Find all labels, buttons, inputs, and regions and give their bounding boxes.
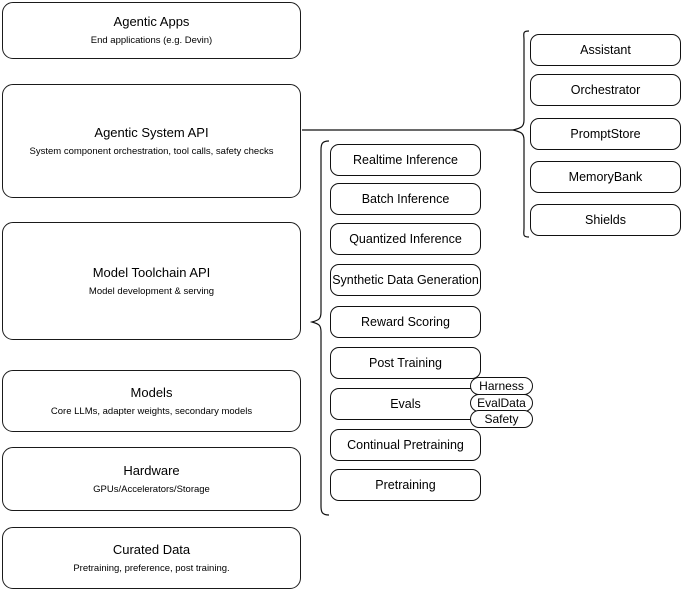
badge-safety[interactable]: Safety [470, 410, 533, 428]
component-label: Reward Scoring [361, 314, 450, 329]
badge-label: Safety [484, 412, 519, 426]
badge-label: Harness [479, 379, 524, 393]
layer-title: Models [130, 384, 173, 400]
component-label: Shields [585, 212, 626, 227]
layer-subtitle: Core LLMs, adapter weights, secondary mo… [50, 405, 253, 417]
component-label: Evals [390, 396, 421, 411]
layer-models[interactable]: Models Core LLMs, adapter weights, secon… [2, 370, 301, 432]
layer-title: Curated Data [112, 541, 191, 557]
component-label: Synthetic Data Generation [332, 272, 479, 287]
component-continual-pretraining[interactable]: Continual Pretraining [330, 429, 481, 461]
badge-harness[interactable]: Harness [470, 377, 533, 395]
layer-subtitle: Pretraining, preference, post training. [73, 562, 230, 574]
component-synthetic-data-generation[interactable]: Synthetic Data Generation [330, 264, 481, 296]
layer-model-toolchain-api[interactable]: Model Toolchain API Model development & … [2, 222, 301, 340]
component-label: Quantized Inference [349, 231, 462, 246]
component-label: Assistant [580, 42, 631, 57]
badge-label: EvalData [477, 396, 526, 410]
component-post-training[interactable]: Post Training [330, 347, 481, 379]
layer-title: Hardware [123, 462, 180, 478]
component-label: Continual Pretraining [347, 437, 464, 452]
layer-curated-data[interactable]: Curated Data Pretraining, preference, po… [2, 527, 301, 589]
toolchain-components-brace [309, 140, 330, 516]
layer-subtitle: Model development & serving [88, 285, 215, 297]
component-label: Orchestrator [570, 82, 641, 97]
component-realtime-inference[interactable]: Realtime Inference [330, 144, 481, 176]
component-label: MemoryBank [568, 169, 643, 184]
layer-subtitle: GPUs/Accelerators/Storage [93, 483, 210, 495]
component-quantized-inference[interactable]: Quantized Inference [330, 223, 481, 255]
component-label: PromptStore [570, 126, 641, 141]
component-label: Realtime Inference [353, 152, 458, 167]
component-shields[interactable]: Shields [530, 204, 681, 236]
layer-title: Model Toolchain API [92, 264, 211, 280]
layer-hardware[interactable]: Hardware GPUs/Accelerators/Storage [2, 447, 301, 511]
component-label: Pretraining [375, 477, 436, 492]
layer-title: Agentic System API [94, 124, 209, 140]
system-components-brace [512, 30, 530, 238]
component-batch-inference[interactable]: Batch Inference [330, 183, 481, 215]
component-reward-scoring[interactable]: Reward Scoring [330, 306, 481, 338]
layer-agentic-apps[interactable]: Agentic Apps End applications (e.g. Devi… [2, 2, 301, 59]
component-assistant[interactable]: Assistant [530, 34, 681, 66]
component-pretraining[interactable]: Pretraining [330, 469, 481, 501]
layer-subtitle: End applications (e.g. Devin) [90, 35, 213, 46]
layer-title: Agentic Apps [113, 14, 190, 29]
layer-subtitle: System component orchestration, tool cal… [29, 145, 274, 157]
layer-agentic-system-api[interactable]: Agentic System API System component orch… [2, 84, 301, 198]
component-orchestrator[interactable]: Orchestrator [530, 74, 681, 106]
component-promptstore[interactable]: PromptStore [530, 118, 681, 150]
component-label: Post Training [369, 355, 442, 370]
component-memorybank[interactable]: MemoryBank [530, 161, 681, 193]
component-label: Batch Inference [361, 191, 450, 206]
component-evals[interactable]: Evals [330, 388, 481, 420]
